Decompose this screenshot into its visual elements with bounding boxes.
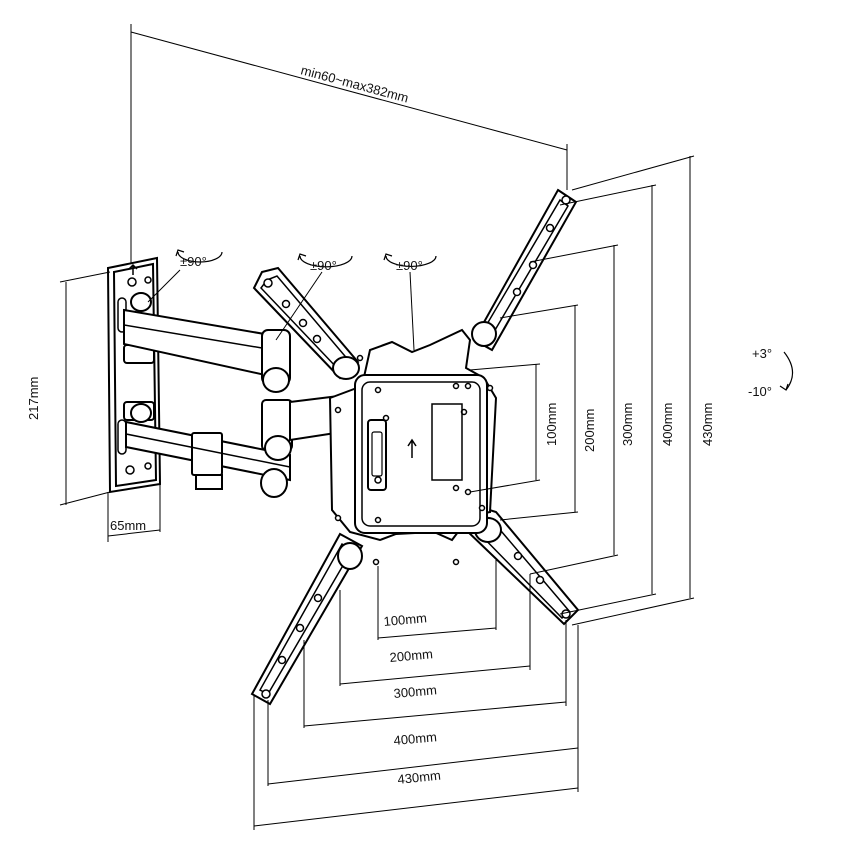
- swivel-head-label: ±90°: [396, 258, 423, 273]
- swivel-wall: ±90°: [147, 249, 223, 303]
- swivel-middle-label: ±90°: [310, 258, 337, 273]
- lower-arm: [125, 420, 291, 498]
- extension-dimension: min60~max382mm: [130, 24, 568, 268]
- h100-label: 100mm: [383, 610, 428, 629]
- h200-label: 200mm: [389, 646, 434, 665]
- wall-depth-label: 65mm: [110, 518, 146, 533]
- tilt-down-label: -10°: [748, 384, 772, 399]
- swivel-wall-label: ±90°: [180, 254, 207, 269]
- wall-height-dimension: 217mm: [26, 271, 111, 506]
- swivel-middle: ±90°: [275, 253, 353, 341]
- h430-label: 430mm: [397, 768, 442, 787]
- v200-label: 200mm: [582, 409, 597, 452]
- wall-plate: [106, 256, 162, 494]
- swivel-head: ±90°: [383, 253, 437, 351]
- wall-depth-dimension: 65mm: [107, 484, 161, 542]
- extension-label: min60~max382mm: [299, 62, 410, 105]
- vesa-bracket: [250, 188, 580, 706]
- wall-height-label: 217mm: [26, 377, 41, 420]
- h400-label: 400mm: [393, 729, 438, 748]
- v300-label: 300mm: [620, 403, 635, 446]
- h300-label: 300mm: [393, 682, 438, 701]
- tilt-up-label: +3°: [752, 346, 772, 361]
- v430-label: 430mm: [700, 403, 715, 446]
- v400-label: 400mm: [660, 403, 675, 446]
- v100-label: 100mm: [544, 403, 559, 446]
- horizontal-dimensions: 100mm 200mm 300mm 400mm 430mm: [253, 560, 579, 830]
- vertical-dimensions: 100mm 200mm 300mm 400mm 430mm: [469, 155, 715, 626]
- tilt-indicator: +3° -10°: [748, 346, 794, 399]
